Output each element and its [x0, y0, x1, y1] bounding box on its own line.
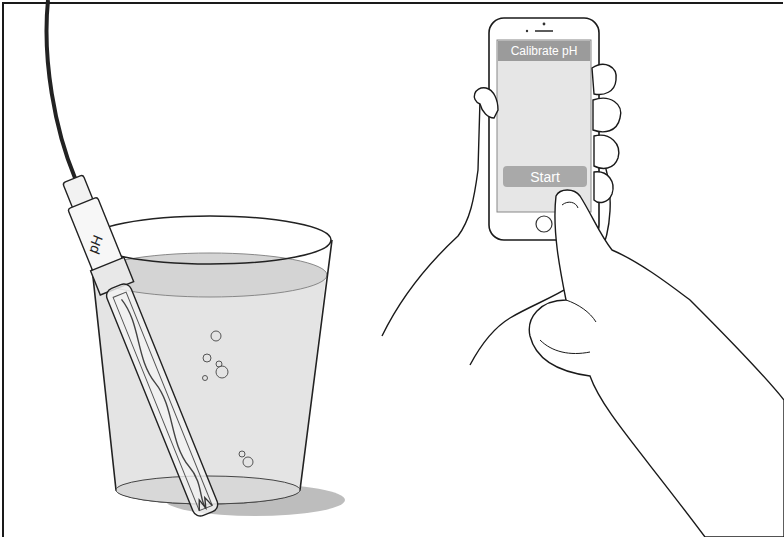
- screen-header-band: Calibrate pH: [498, 41, 590, 61]
- fingernail: [562, 202, 578, 208]
- start-button: Start: [503, 166, 587, 187]
- ph-probe: [56, 172, 225, 520]
- glass-wall: [89, 240, 332, 504]
- probe-cable: [47, 0, 75, 178]
- probe-label: pH: [84, 233, 106, 256]
- glass-rim: [89, 216, 331, 264]
- frame-border: [3, 3, 783, 537]
- holding-fingers: [474, 64, 620, 202]
- screen-text: Calibrate pH: [511, 44, 578, 58]
- bubbles: [203, 331, 254, 467]
- screen-text: Start: [530, 169, 560, 185]
- thumb-line: [540, 340, 590, 354]
- pointing-hand: [529, 190, 784, 537]
- knuckle-line: [566, 300, 596, 322]
